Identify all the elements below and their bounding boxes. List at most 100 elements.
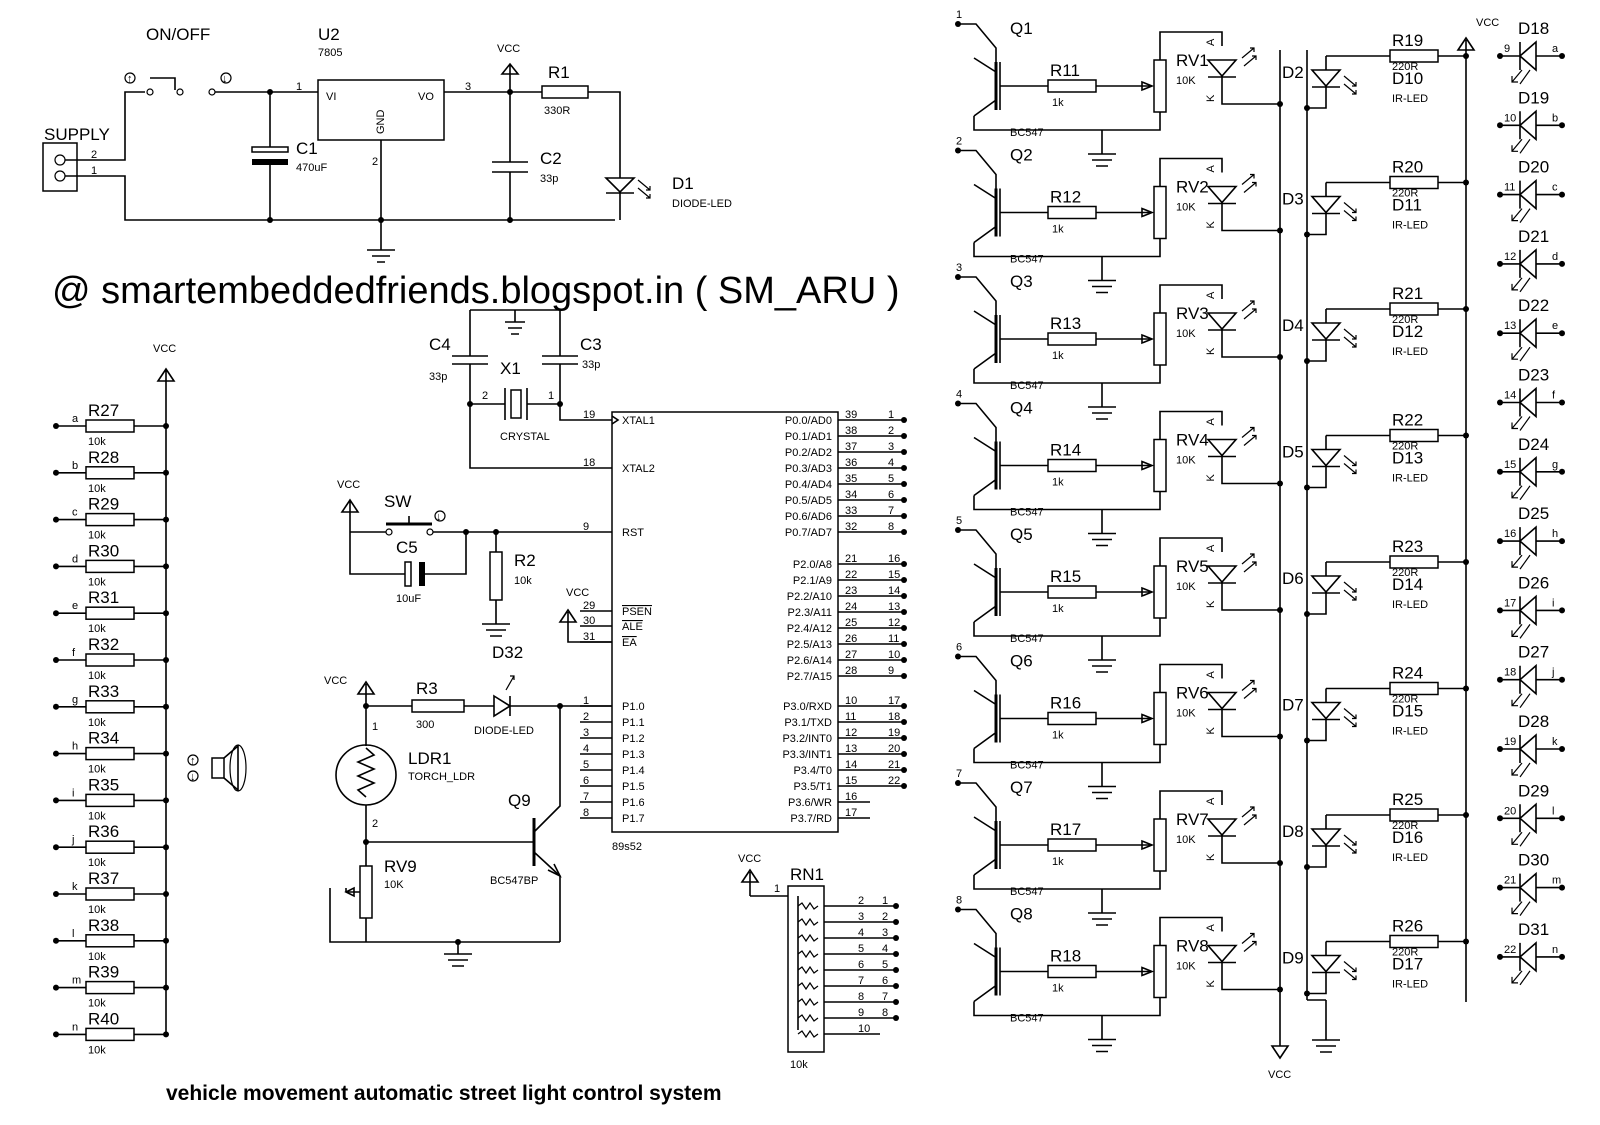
u2-ref: U2 [318,25,340,44]
pin-number: 31 [583,631,595,643]
pin-name: XTAL2 [622,463,655,475]
led-ref: D3 [1282,190,1304,209]
resistor-ref: R12 [1050,188,1081,207]
pin-number: 5 [858,943,864,955]
diode-ref: D30 [1518,851,1549,870]
pin-number: 2 [583,711,589,723]
pin-number: 16 [845,791,857,803]
pin-number: 7 [583,791,589,803]
diode-ref: D20 [1518,158,1549,177]
rn1-value: 10k [790,1059,808,1071]
junction-dot [1304,864,1310,870]
resistor-value: 10k [88,717,106,729]
input-wire [958,402,997,466]
resistor-ref: R32 [88,635,119,654]
resistor-ref: R27 [88,401,119,420]
junction-dot [1304,231,1310,238]
ir-resistor [1389,175,1439,190]
terminal-dot [893,951,899,957]
pin-name: P2.6/A14 [787,655,832,667]
net-label: 20 [888,743,900,755]
svg-text:VCC: VCC [497,43,520,55]
ir-led-value: IR-LED [1392,220,1428,232]
led-symbol [1206,565,1238,584]
terminal-dot [1559,607,1565,614]
r2-value: 10k [514,575,532,587]
light-arrows [1511,416,1531,431]
supply-connector [42,142,78,192]
x1-value: CRYSTAL [500,431,550,443]
resistor-ref: R26 [1392,917,1423,936]
terminal-dot [901,625,907,631]
ir-emission-arrows [1343,581,1357,601]
net-label: 5 [888,473,894,485]
capacitor-c1: C1 470uF [251,89,327,223]
c3-value: 33p [582,359,600,371]
net-label: 3 [956,262,962,274]
ir-emission-arrows [1343,202,1357,222]
net-label: 16 [888,553,900,565]
capacitor-c2: C2 33p [492,92,562,223]
resistor-value: 1k [1052,350,1064,362]
transistor-value: BC547 [1010,507,1044,519]
resistor-body [85,980,135,995]
junction-dot [163,844,169,851]
resistor-zigzag [797,981,819,991]
diode-symbol [1500,871,1562,904]
transistor-leads [973,816,997,876]
terminal-dot [1497,746,1503,752]
terminal-dot [901,465,907,471]
pin-name: P2.5/A13 [787,639,832,651]
junction-dot [1463,812,1469,818]
transistor-ref: Q2 [1010,146,1033,165]
terminal-dot [901,433,907,439]
pin-number: 8 [858,991,864,1003]
pin-name: P3.3/INT1 [782,749,832,761]
resistor-ref: R31 [88,588,119,607]
resistor-ref: R15 [1050,567,1081,586]
r1-ref: R1 [548,63,570,82]
terminal-dot [1559,468,1565,475]
resistor-value: 10k [88,576,106,588]
transistor-ref: Q7 [1010,778,1033,797]
ir-resistor [1389,49,1439,63]
resistor-body [85,559,135,574]
resistor-ref: R17 [1050,820,1081,839]
potentiometer-ref: RV1 [1176,51,1209,70]
pin-number: 36 [845,457,857,469]
pin-number: 2 [858,895,864,907]
potentiometer-wiper [1141,966,1155,977]
diode-ref: D18 [1518,19,1549,38]
ir-led-ref: D17 [1392,955,1423,974]
resistor-body [85,606,135,620]
net-label: d [1552,251,1558,263]
supply-pin-2: 2 [91,149,97,161]
resistor-body [85,653,135,667]
pin-name: P2.2/A10 [787,591,832,603]
pin-number: 11 [845,711,856,723]
diode-symbol [1500,941,1562,973]
terminal-dot [901,529,907,535]
emitter-wire [973,238,1161,258]
pin-number: 15 [845,775,857,787]
ir-emission-arrows [1343,455,1357,475]
pin-name: P3.1/TXD [784,717,832,729]
c1-ref: C1 [296,139,318,158]
light-arrows [1511,138,1531,154]
resistor-zigzag [797,1029,819,1039]
reset-section: VCC ↓ SW C5 10uF R2 10k [337,479,612,637]
resistor-body [85,700,135,714]
